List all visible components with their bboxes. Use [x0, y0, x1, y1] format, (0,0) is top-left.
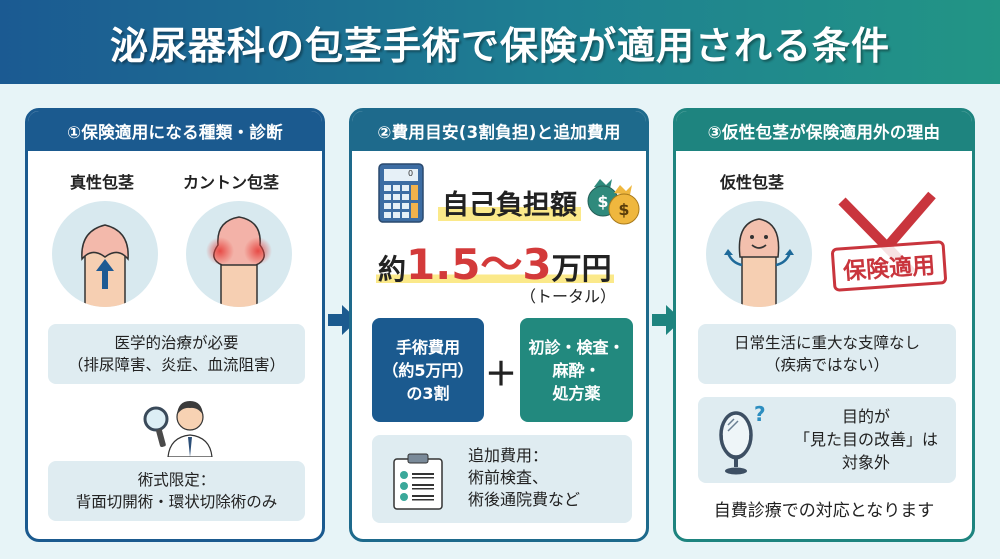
other-fees-box: 初診・検査・ 麻酔・ 処方薬 — [520, 318, 633, 422]
arrow-up-icon — [96, 259, 114, 289]
info-procedure-limit: 術式限定： 背面切開術・環状切除術のみ — [48, 461, 305, 521]
info-no-impairment: 日常生活に重大な支障なし （疾病ではない） — [698, 324, 956, 384]
plus-icon: ＋ — [485, 355, 518, 393]
panel-pseudo-phimosis: ③仮性包茎が保険適用外の理由 仮性包茎 保険適用 日常生活に重大な支障なし （疾… — [673, 108, 975, 542]
panel-heading: ③仮性包茎が保険適用外の理由 — [676, 111, 972, 151]
mirror-icon: ? — [714, 403, 766, 483]
label-pseudo-phimosis: 仮性包茎 — [720, 173, 785, 192]
calculator-display: 0 — [408, 169, 414, 178]
price-value: 1.5〜3 — [406, 240, 552, 289]
info-cosmetic-purpose: ? 目的が 「見た目の改善」は 対象外 — [698, 397, 956, 483]
surgery-fee-box: 手術費用 （約5万円） の3割 — [372, 318, 484, 422]
money-bag-icon: $ $ — [584, 169, 644, 233]
pseudo-phimosis-illustration — [706, 201, 812, 307]
page-title: 泌尿器科の包茎手術で保険が適用される条件 — [109, 23, 890, 68]
panel-insured-types: ①保険適用になる種類・診断 真性包茎 カントン包茎 医学的治療が必要 （排尿障害… — [25, 108, 325, 542]
panel-heading: ②費用目安(3割負担)と追加費用 — [352, 111, 646, 151]
right-arrow-icon — [328, 303, 360, 341]
self-pay-footer: 自費診療での対応となります — [713, 501, 935, 521]
svg-text:$: $ — [618, 200, 629, 219]
title-banner: 泌尿器科の包茎手術で保険が適用される条件 — [0, 0, 1000, 84]
clipboard-icon — [392, 453, 444, 517]
calculator-icon: 0 — [378, 163, 424, 227]
svg-text:$: $ — [597, 192, 608, 211]
info-medical-necessity: 医学的治療が必要 （排尿障害、炎症、血流阻害） — [48, 324, 305, 384]
label-true-phimosis: 真性包茎 — [70, 173, 135, 192]
not-covered-stamp: 保険適用 — [830, 240, 948, 292]
panel-heading: ①保険適用になる種類・診断 — [28, 111, 322, 151]
price-note: （トータル） — [520, 287, 617, 306]
panel-cost-estimate: ②費用目安(3割負担)と追加費用 0 自己負担額 $ $ — [349, 108, 649, 542]
price-range: 約1.5〜3万円 — [376, 240, 614, 289]
question-mark-icon: ? — [754, 402, 766, 426]
additional-fees-box: 追加費用： 術前検査、 術後通院費など — [372, 435, 632, 523]
label-paraphimosis: カントン包茎 — [183, 173, 280, 192]
magnifier-doctor-icon — [138, 389, 222, 461]
self-pay-label: 自己負担額 — [438, 183, 581, 222]
paraphimosis-illustration — [186, 201, 292, 307]
right-arrow-icon — [652, 303, 684, 341]
true-phimosis-illustration — [52, 201, 158, 307]
